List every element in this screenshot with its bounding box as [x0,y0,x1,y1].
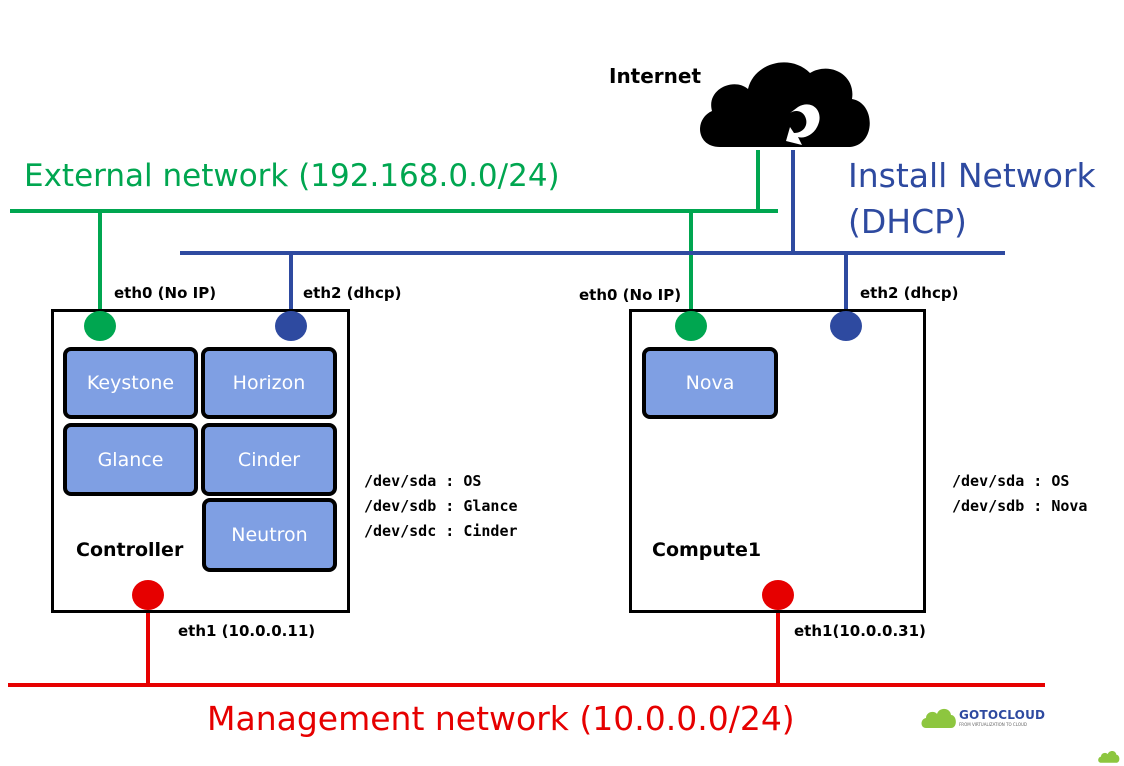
controller-disk-sdb: /dev/sdb : Glance [364,497,518,515]
controller-eth1-label: eth1 (10.0.0.11) [178,622,316,640]
service-glance: Glance [63,423,198,496]
service-nova: Nova [642,347,778,419]
install-network-label-line1: Install Network [848,156,1096,195]
external-cloud-link [756,150,760,211]
controller-disk-list: /dev/sda : OS /dev/sdb : Glance /dev/sdc… [364,469,518,544]
install-controller-drop [289,253,293,319]
management-controller-drop [146,596,150,685]
management-network-line [8,683,1045,687]
controller-disk-sda: /dev/sda : OS [364,472,482,490]
controller-eth0-label: eth0 (No IP) [114,284,217,302]
compute-eth2-port [830,311,862,341]
management-network-label: Management network (10.0.0.0/24) [207,699,795,738]
controller-disk-sdc: /dev/sdc : Cinder [364,522,518,540]
internet-label: Internet [609,64,702,88]
external-compute-drop [689,211,693,319]
controller-eth0-port [84,311,116,341]
external-network-label: External network (192.168.0.0/24) [24,158,560,194]
compute-disk-list: /dev/sda : OS /dev/sdb : Nova [952,469,1087,519]
controller-eth1-port [132,580,164,610]
install-network-label-line2: (DHCP) [848,202,967,241]
controller-eth2-label: eth2 (dhcp) [303,284,402,302]
management-compute-drop [776,596,780,685]
service-horizon: Horizon [201,347,337,419]
service-keystone: Keystone [63,347,198,419]
gotocloud-logo-icon [921,708,956,728]
controller-name: Controller [76,539,184,561]
install-cloud-link [791,150,795,253]
compute-name: Compute1 [652,539,762,561]
gotocloud-logo-text: GOTOCLOUD [959,708,1046,722]
service-cinder: Cinder [201,423,337,496]
install-network-line [180,251,1005,255]
service-neutron: Neutron [202,498,337,572]
corner-cloud-icon [1098,750,1120,763]
compute-disk-sdb: /dev/sdb : Nova [952,497,1088,515]
controller-eth2-port [275,311,307,341]
install-compute-drop [844,253,848,319]
compute-eth2-label: eth2 (dhcp) [860,284,959,302]
compute-eth0-label: eth0 (No IP) [579,286,682,304]
cloud-icon [700,62,870,147]
external-controller-drop [98,211,102,319]
compute-eth1-label: eth1(10.0.0.31) [794,622,926,640]
external-network-line [10,209,778,213]
compute-eth0-port [675,311,707,341]
compute-disk-sda: /dev/sda : OS [952,472,1070,490]
compute-eth1-port [762,580,794,610]
gotocloud-logo-tagline: FROM VIRTUALIZATION TO CLOUD [959,722,1027,727]
